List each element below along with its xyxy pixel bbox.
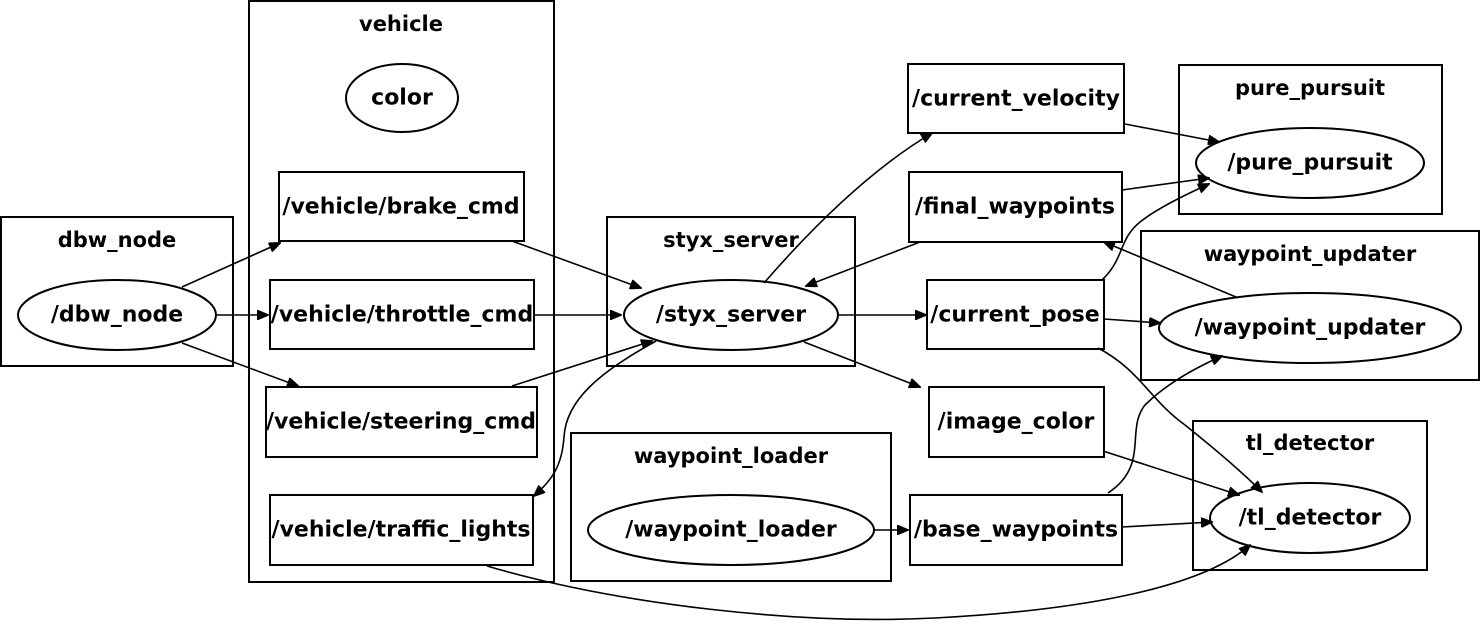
cluster-vehicle: vehicle	[248, 0, 555, 583]
edge-steering-cmd-to-styx-server	[511, 341, 652, 387]
node-image-color[interactable]: /image_color	[928, 386, 1105, 458]
edge-styx-server-to-image-color	[803, 341, 920, 387]
node-label-current-pose: /current_pose	[930, 303, 1099, 328]
node-label-throttle-cmd: /vehicle/throttle_cmd	[271, 303, 533, 328]
edge-brake-cmd-to-styx-server	[511, 240, 641, 288]
edge-final-waypoints-to-styx-server	[806, 241, 921, 286]
node-current-velocity[interactable]: /current_velocity	[907, 63, 1125, 134]
edge-current-pose-to-pure-pursuit	[1101, 184, 1209, 281]
node-throttle-cmd[interactable]: /vehicle/throttle_cmd	[269, 279, 535, 350]
node-label-final-waypoints: /final_waypoints	[915, 195, 1115, 220]
node-label-tl-detector: /tl_detector	[1239, 506, 1382, 531]
cluster-pure-pursuit: pure_pursuit	[1178, 64, 1443, 215]
node-base-waypoints[interactable]: /base_waypoints	[909, 494, 1123, 566]
edge-image-color-to-tl-detector	[1102, 450, 1239, 495]
node-tl-detector[interactable]: /tl_detector	[1209, 482, 1411, 554]
cluster-tl-detector: tl_detector	[1192, 420, 1428, 571]
node-styx-server[interactable]: /styx_server	[623, 279, 839, 351]
node-pure-pursuit[interactable]: /pure_pursuit	[1195, 127, 1425, 199]
node-current-pose[interactable]: /current_pose	[926, 279, 1105, 350]
node-label-traffic-lights: /vehicle/traffic_lights	[272, 518, 531, 543]
node-label-steering-cmd: /vehicle/steering_cmd	[266, 410, 536, 435]
cluster-label-waypoint-updater: waypoint_updater	[1204, 242, 1417, 266]
edge-base-waypoints-to-tl-detector	[1121, 522, 1212, 528]
cluster-waypoint-updater: waypoint_updater	[1140, 230, 1480, 381]
node-label-base-waypoints: /base_waypoints	[914, 518, 1118, 543]
node-brake-cmd[interactable]: /vehicle/brake_cmd	[278, 171, 525, 242]
cluster-label-dbw-node: dbw_node	[58, 228, 177, 252]
cluster-label-styx-server: styx_server	[663, 228, 799, 252]
edge-dbw-node-to-brake-cmd	[181, 243, 280, 288]
edge-styx-server-to-traffic-lights	[534, 340, 657, 496]
node-label-waypoint-loader: /waypoint_loader	[625, 518, 837, 543]
cluster-label-pure-pursuit: pure_pursuit	[1235, 76, 1385, 100]
cluster-waypoint-loader: waypoint_loader	[570, 432, 892, 582]
node-steering-cmd[interactable]: /vehicle/steering_cmd	[265, 386, 538, 458]
edge-final-waypoints-to-pure-pursuit	[1121, 178, 1209, 191]
edge-traffic-lights-to-tl-detector	[486, 545, 1250, 621]
edge-current-velocity-to-pure-pursuit	[1124, 123, 1219, 142]
node-final-waypoints[interactable]: /final_waypoints	[908, 171, 1123, 243]
node-color[interactable]: color	[345, 63, 459, 133]
node-waypoint-updater[interactable]: /waypoint_updater	[1158, 292, 1462, 364]
node-label-pure-pursuit: /pure_pursuit	[1227, 151, 1393, 176]
edge-base-waypoints-to-waypoint-updater	[1107, 356, 1222, 494]
edge-waypoint-updater-to-final-waypoints	[1104, 242, 1237, 298]
cluster-label-vehicle: vehicle	[359, 12, 443, 36]
node-waypoint-loader[interactable]: /waypoint_loader	[587, 494, 875, 566]
node-traffic-lights[interactable]: /vehicle/traffic_lights	[269, 494, 534, 566]
cluster-dbw-node: dbw_node	[0, 216, 234, 367]
cluster-label-waypoint-loader: waypoint_loader	[634, 444, 829, 468]
node-label-brake-cmd: /vehicle/brake_cmd	[282, 195, 519, 220]
node-label-styx-server: /styx_server	[656, 303, 806, 328]
node-label-current-velocity: /current_velocity	[912, 87, 1120, 112]
edge-current-pose-to-tl-detector	[1097, 347, 1262, 492]
edge-current-pose-to-waypoint-updater	[1103, 319, 1160, 323]
node-dbw-node[interactable]: /dbw_node	[17, 279, 217, 351]
cluster-label-tl-detector: tl_detector	[1246, 431, 1375, 455]
edge-dbw-node-to-steering-cmd	[181, 342, 298, 386]
node-label-color: color	[371, 86, 433, 111]
node-label-waypoint-updater: /waypoint_updater	[1195, 316, 1426, 341]
edge-styx-server-to-current-velocity	[763, 133, 932, 284]
cluster-styx-server: styx_server	[606, 216, 856, 367]
node-label-dbw-node: /dbw_node	[51, 303, 183, 328]
node-label-image-color: /image_color	[938, 410, 1095, 435]
